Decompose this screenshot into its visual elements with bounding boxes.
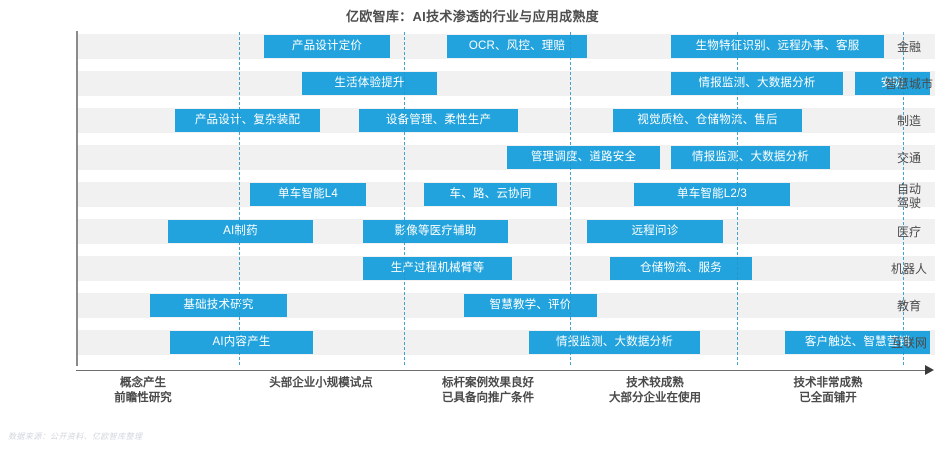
gridline-stage-5 bbox=[903, 32, 904, 365]
x-axis-label-line1: 技术非常成熟 bbox=[793, 377, 863, 389]
bar-segment[interactable]: 情报监测、大数据分析 bbox=[671, 146, 830, 169]
bar-segment[interactable]: 生产过程机械臂等 bbox=[363, 257, 512, 280]
bar-segment[interactable]: 视觉质检、仓储物流、售后 bbox=[613, 109, 802, 132]
x-axis-label-line1: 头部企业小规模试点 bbox=[269, 377, 373, 389]
x-axis-label-line2: 前瞻性研究 bbox=[114, 392, 172, 404]
bar-segment[interactable]: 影像等医疗辅助 bbox=[363, 220, 508, 243]
bar-segment[interactable]: 仓储物流、服务 bbox=[610, 257, 752, 280]
chart-title: 亿欧智库：AI技术渗透的行业与应用成熟度 bbox=[345, 9, 599, 24]
bar-segment[interactable]: 智慧教学、评价 bbox=[464, 294, 597, 317]
gridline-stage-1 bbox=[239, 32, 240, 365]
y-axis-label-line2: 驾驶 bbox=[896, 196, 921, 210]
bar-segment[interactable]: 客户触达、智慧营销 bbox=[785, 331, 930, 354]
bar-segment[interactable]: OCR、风控、理赔 bbox=[447, 35, 587, 58]
x-axis-label-line1: 概念产生 bbox=[120, 377, 166, 389]
bar-segment[interactable]: 单车智能L4 bbox=[250, 183, 366, 206]
y-axis-label-制造: 制造 bbox=[896, 114, 921, 128]
x-axis-label-stage-2: 头部企业小规模试点 bbox=[231, 376, 411, 391]
x-axis-label-line2: 已具备向推广条件 bbox=[442, 392, 534, 404]
x-axis-label-line1: 标杆案例效果良好 bbox=[442, 377, 534, 389]
bar-segment[interactable]: 产品设计定价 bbox=[264, 35, 390, 58]
x-axis-label-stage-1: 概念产生前瞻性研究 bbox=[53, 376, 233, 406]
bar-segment[interactable]: AI内容产生 bbox=[170, 331, 313, 354]
bar-segment[interactable]: 管理调度、道路安全 bbox=[507, 146, 660, 169]
y-axis-line bbox=[76, 31, 78, 366]
bar-segment[interactable]: AI制药 bbox=[168, 220, 313, 243]
bar-segment[interactable]: 情报监测、大数据分析 bbox=[671, 72, 843, 95]
bar-segment[interactable]: 安防 bbox=[855, 72, 930, 95]
bar-segment[interactable]: 生物特征识别、远程办事、客服 bbox=[671, 35, 884, 58]
x-axis-line bbox=[76, 370, 926, 371]
bar-segment[interactable]: 设备管理、柔性生产 bbox=[359, 109, 518, 132]
gridline-stage-4 bbox=[737, 32, 738, 365]
y-axis-label-line1: 自动 bbox=[896, 182, 921, 196]
source-note: 数据来源：公开资料、亿欧智库整理 bbox=[8, 432, 143, 441]
gridline-stage-2 bbox=[404, 32, 405, 365]
y-axis-label-自动驾驶: 自动驾驶 bbox=[873, 182, 945, 210]
x-axis-label-stage-4: 技术较成熟大部分企业在使用 bbox=[565, 376, 745, 406]
x-axis-label-line2: 已全面铺开 bbox=[799, 392, 857, 404]
x-axis-label-line1: 技术较成熟 bbox=[626, 377, 684, 389]
footer-divider bbox=[0, 445, 945, 446]
y-axis-label-智慧城市: 智慧城市 bbox=[884, 77, 933, 91]
y-axis-label-医疗: 医疗 bbox=[896, 225, 921, 239]
x-axis-label-stage-5: 技术非常成熟已全面铺开 bbox=[738, 376, 918, 406]
gridline-stage-3 bbox=[570, 32, 571, 365]
x-axis-arrow-icon bbox=[925, 365, 934, 375]
bar-segment[interactable]: 单车智能L2/3 bbox=[634, 183, 790, 206]
y-axis-label-教育: 教育 bbox=[896, 299, 921, 313]
bar-segment[interactable]: 情报监测、大数据分析 bbox=[529, 331, 700, 354]
y-axis-label-金融: 金融 bbox=[896, 40, 921, 54]
bar-segment[interactable]: 生活体验提升 bbox=[302, 72, 437, 95]
x-axis-label-line2: 大部分企业在使用 bbox=[609, 392, 701, 404]
bar-segment[interactable]: 基础技术研究 bbox=[150, 294, 287, 317]
y-axis-label-互联网: 互联网 bbox=[890, 336, 927, 350]
y-axis-label-交通: 交通 bbox=[896, 151, 921, 165]
bar-segment[interactable]: 产品设计、复杂装配 bbox=[175, 109, 320, 132]
x-axis-label-stage-3: 标杆案例效果良好已具备向推广条件 bbox=[398, 376, 578, 406]
bar-segment[interactable]: 车、路、云协同 bbox=[424, 183, 557, 206]
bar-segment[interactable]: 远程问诊 bbox=[587, 220, 723, 243]
y-axis-label-机器人: 机器人 bbox=[890, 262, 927, 276]
